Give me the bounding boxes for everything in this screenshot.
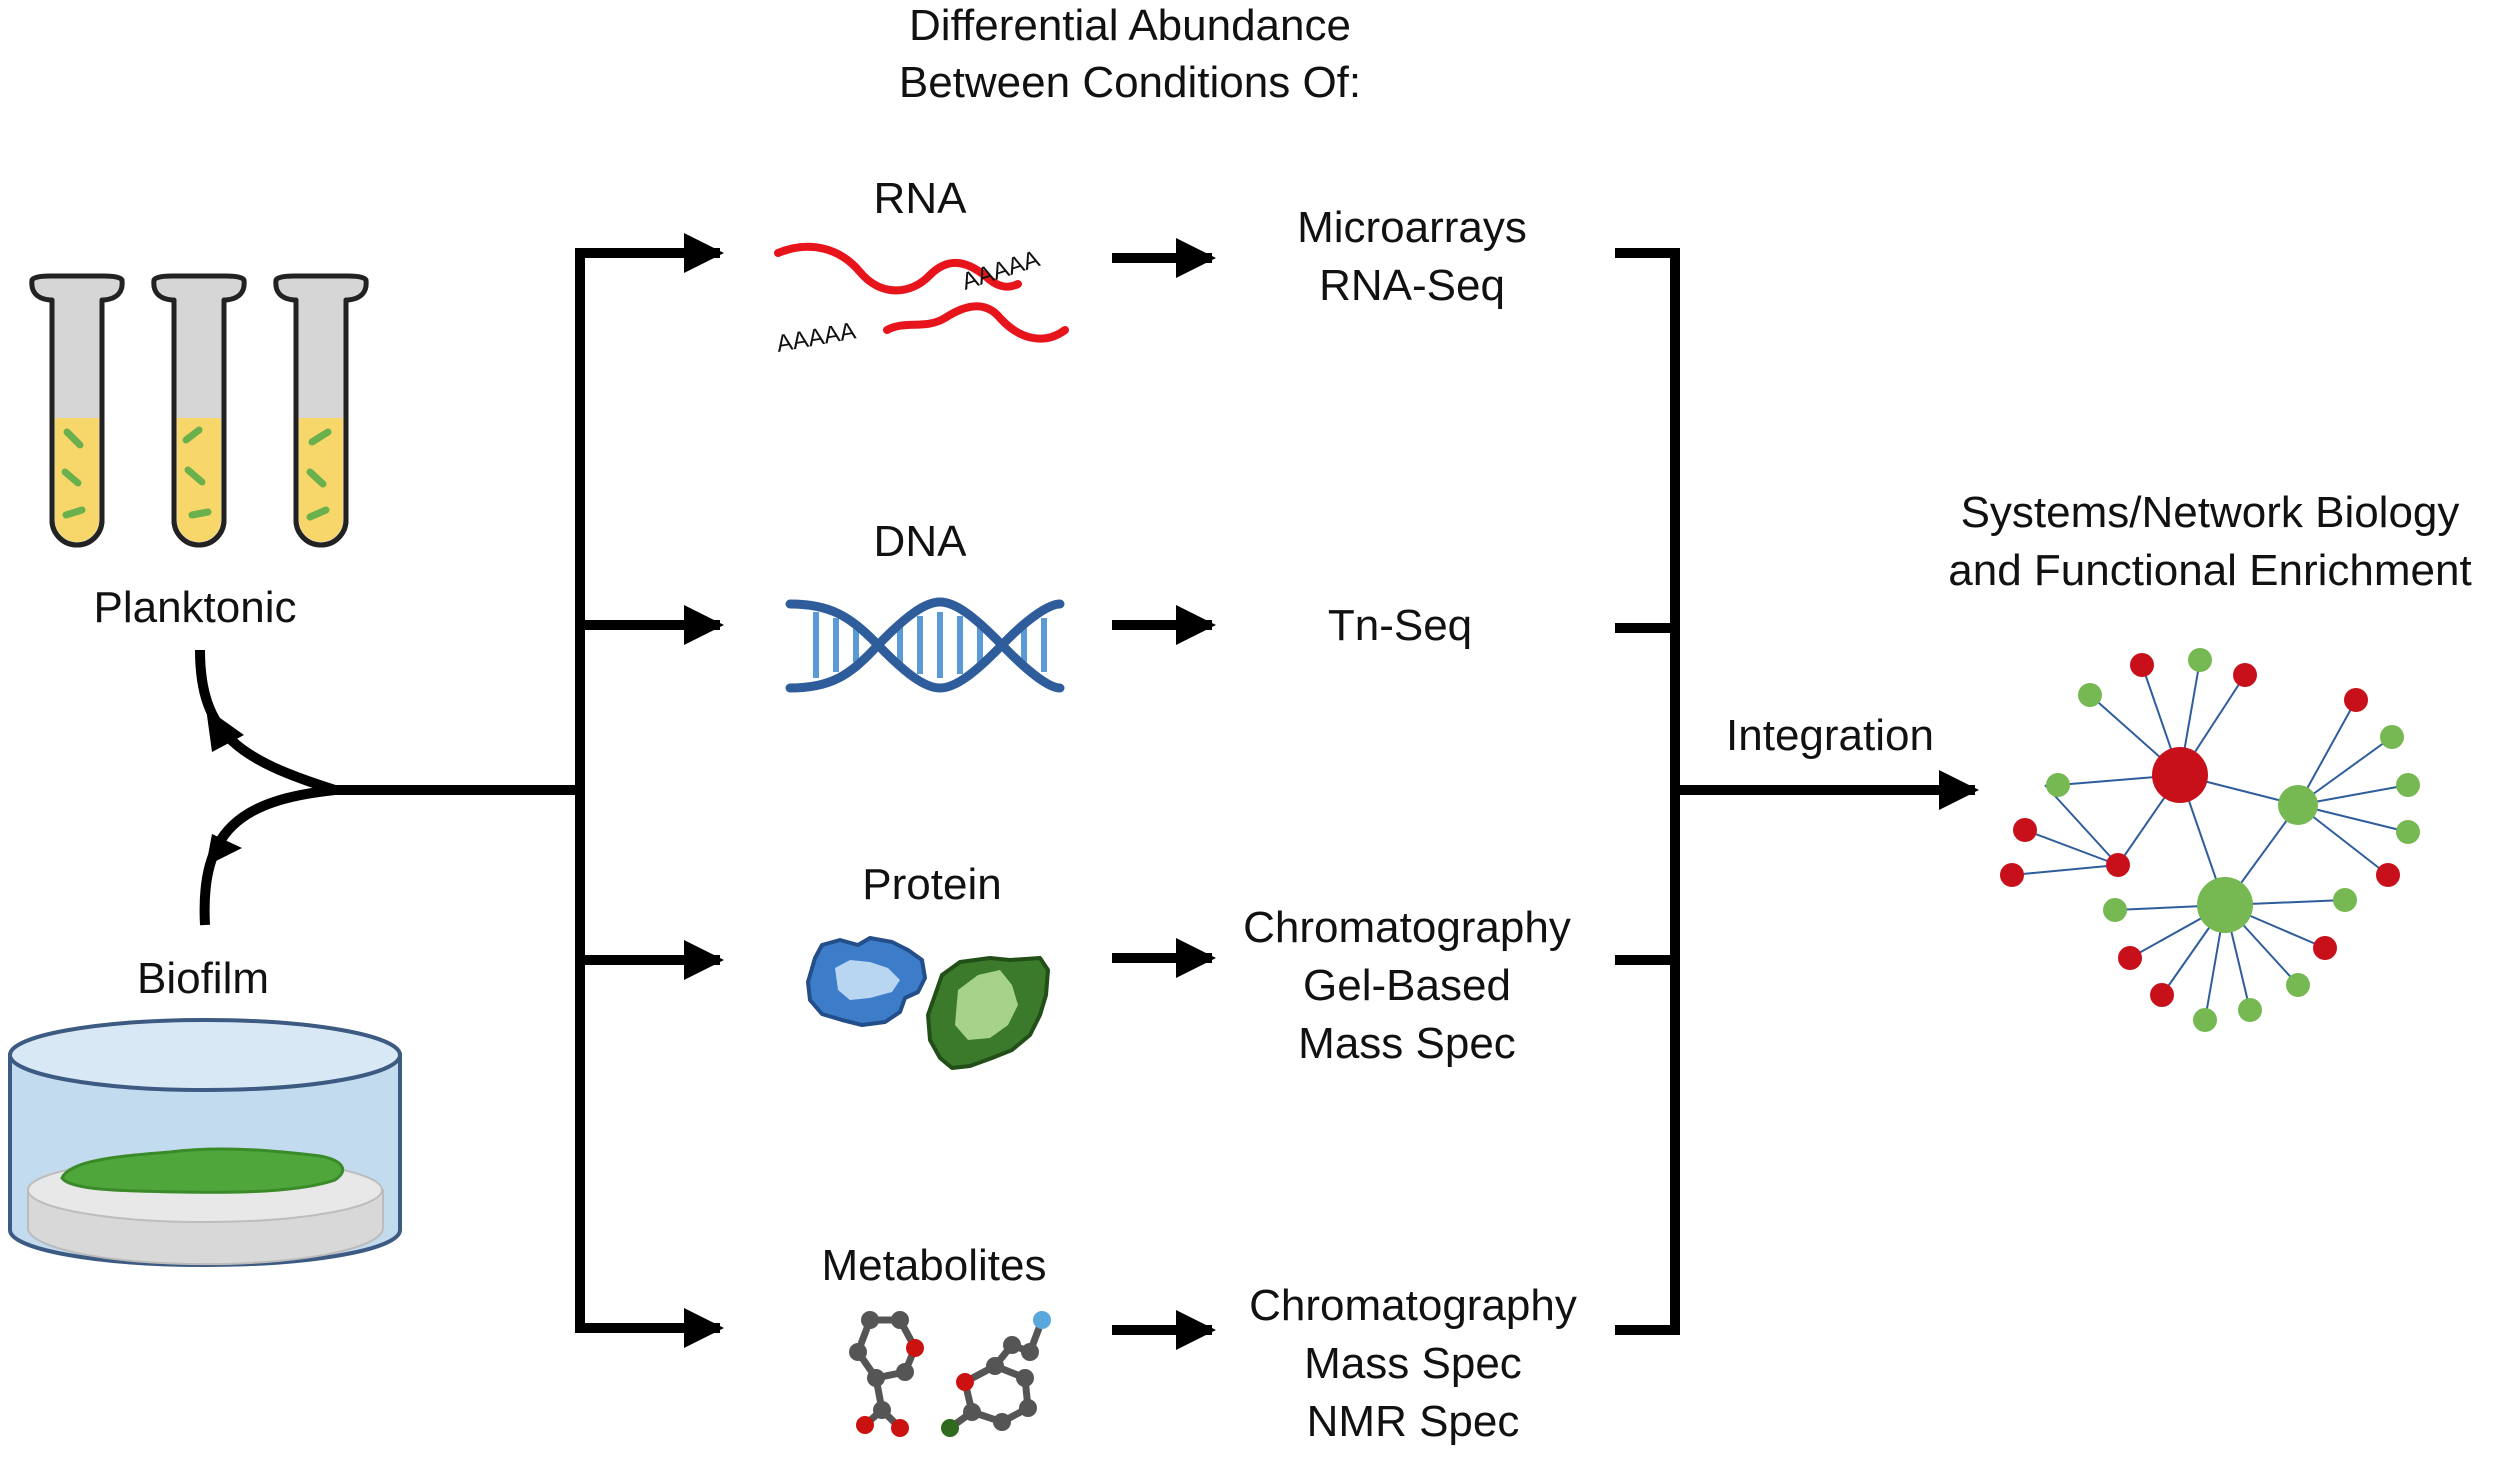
rna-methods: Microarrays RNA-Seq <box>1297 203 1527 310</box>
planktonic-label: Planktonic <box>93 583 296 632</box>
protein-label: Protein <box>862 860 1001 909</box>
biofilm-label: Biofilm <box>137 954 269 1003</box>
method-microarrays: Microarrays <box>1297 203 1527 252</box>
dna-label: DNA <box>874 517 968 566</box>
dna-helix-icon <box>785 597 1065 693</box>
network-graph-icon <box>2000 648 2420 1032</box>
method-mass-spec-metabolites: Mass Spec <box>1304 1339 1522 1388</box>
method-rna-seq: RNA-Seq <box>1319 261 1505 310</box>
protein-methods: Chromatography Gel-Based Mass Spec <box>1243 903 1571 1068</box>
header-line-1: Differential Abundance <box>909 1 1351 50</box>
integration-label: Integration <box>1726 711 1934 760</box>
molecule-icon <box>849 1311 1051 1437</box>
method-nmr-spec: NMR Spec <box>1307 1397 1520 1446</box>
dna-methods: Tn-Seq <box>1328 601 1472 650</box>
test-tubes-icon <box>29 273 369 548</box>
metabolites-label: Metabolites <box>821 1241 1046 1290</box>
merge-arrowheads <box>206 708 244 866</box>
rna-label: RNA <box>874 174 968 223</box>
method-chromatography-protein: Chromatography <box>1243 903 1571 952</box>
method-mass-spec-protein: Mass Spec <box>1298 1019 1516 1068</box>
header-line-2: Between Conditions Of: <box>899 58 1361 107</box>
rna-polya-lower: AAAAA <box>774 317 858 357</box>
branch-connector <box>575 233 724 1348</box>
method-chromatography-metabolites: Chromatography <box>1249 1281 1577 1330</box>
integration-bracket <box>1615 248 1979 1335</box>
protein-blob-icon <box>806 936 1050 1070</box>
metabolite-methods: Chromatography Mass Spec NMR Spec <box>1249 1281 1577 1446</box>
petri-dish-icon <box>8 1018 402 1267</box>
output-line-1: Systems/Network Biology <box>1961 488 2460 537</box>
method-arrows <box>1112 238 1216 1350</box>
method-tn-seq: Tn-Seq <box>1328 601 1472 650</box>
method-gel-based: Gel-Based <box>1303 961 1511 1010</box>
output-title: Systems/Network Biology and Functional E… <box>1948 488 2471 595</box>
rna-strand-icon <box>774 242 1069 343</box>
output-line-2: and Functional Enrichment <box>1948 546 2471 595</box>
header: Differential Abundance Between Condition… <box>899 1 1361 107</box>
merge-connector <box>195 649 580 926</box>
